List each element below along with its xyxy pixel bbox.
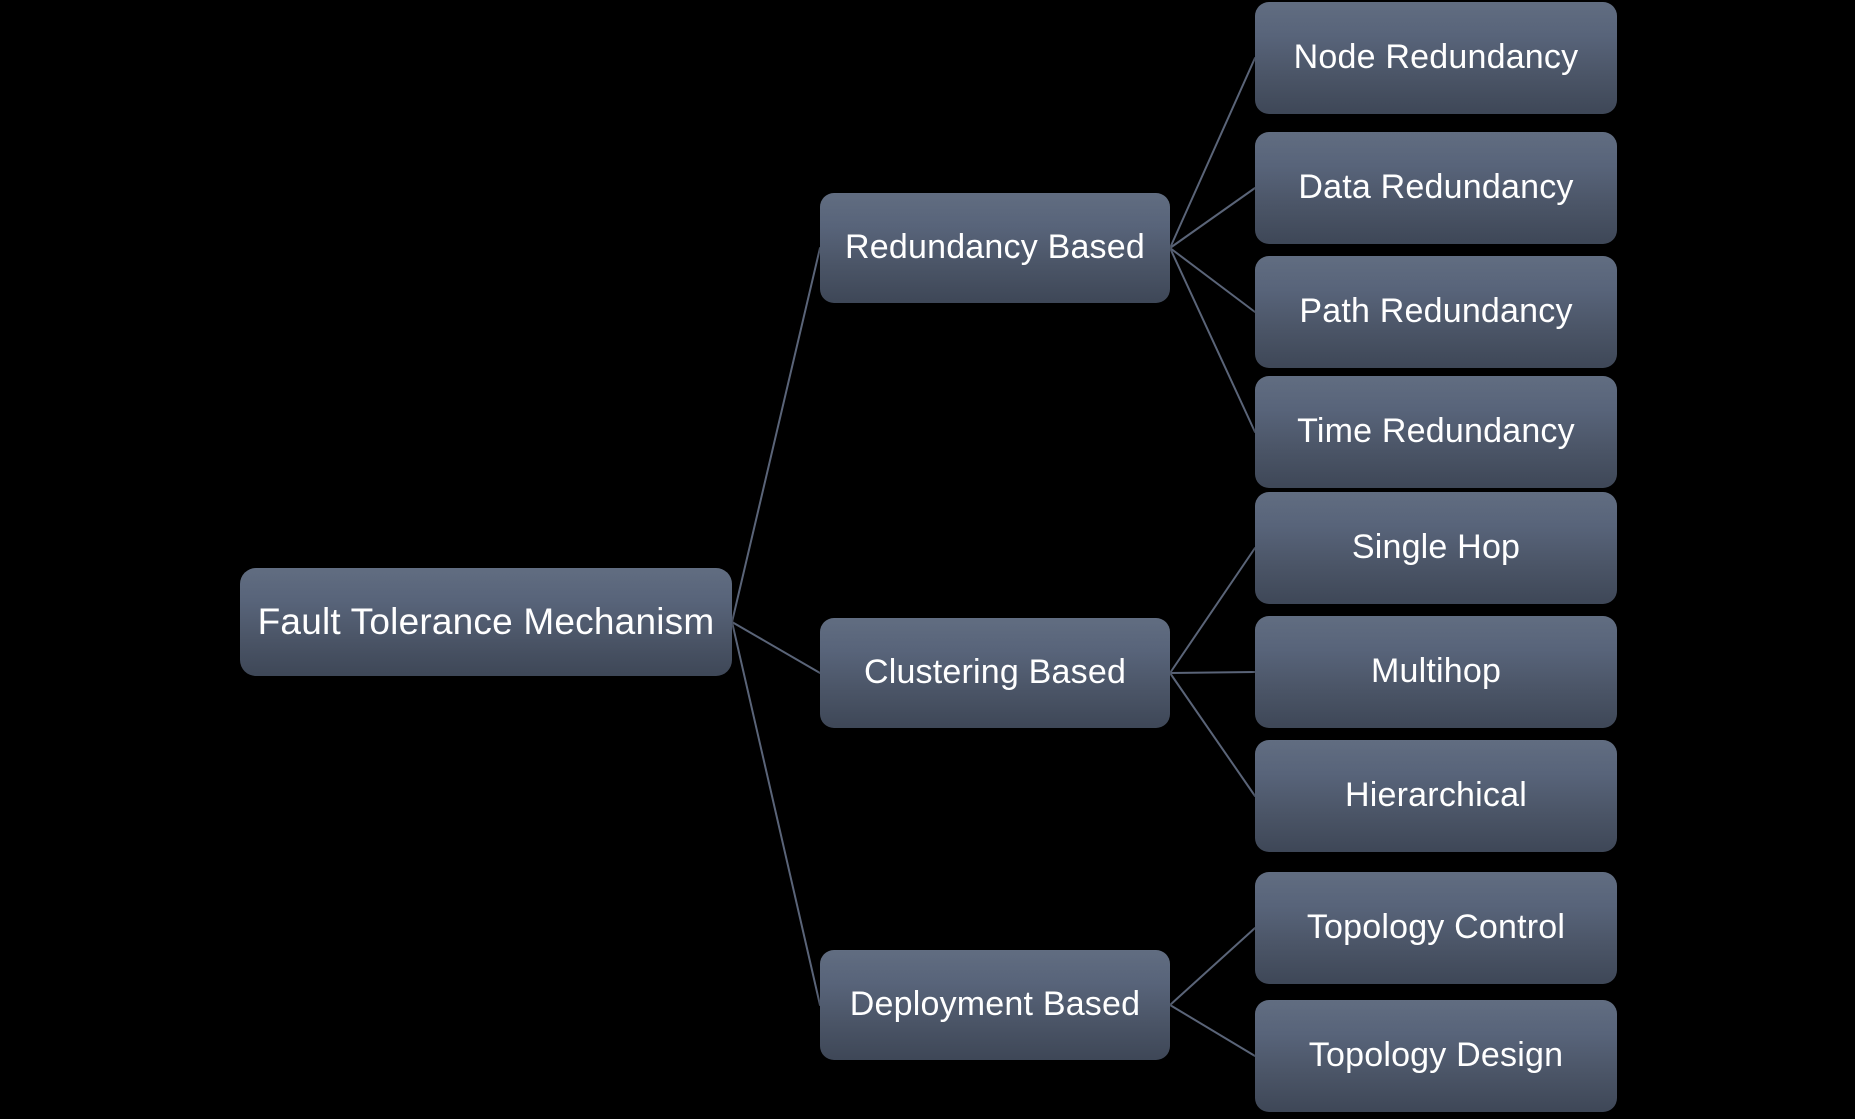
edge-clustering-to-multihop [1169,671,1256,674]
node-branch-redundancy-based-label: Redundancy Based [845,228,1145,267]
edge-redundancy-to-node-redundancy [1169,57,1256,249]
node-leaf-multihop[interactable]: Multihop [1255,616,1617,728]
edge-redundancy-to-data-redundancy [1169,187,1256,249]
edge-deployment-to-topology-control [1169,927,1256,1006]
node-leaf-topology-control-label: Topology Control [1306,908,1566,947]
node-leaf-time-redundancy-label: Time Redundancy [1297,412,1575,451]
node-leaf-hierarchical[interactable]: Hierarchical [1255,740,1617,852]
node-branch-deployment-based[interactable]: Deployment Based [820,950,1170,1060]
node-leaf-node-redundancy-label: Node Redundancy [1293,38,1579,77]
node-branch-deployment-based-label: Deployment Based [849,985,1141,1024]
node-root[interactable]: Fault Tolerance Mechanism [240,568,732,676]
node-leaf-single-hop-label: Single Hop [1351,528,1521,567]
edge-redundancy-to-path-redundancy [1169,247,1256,313]
edge-root-to-clustering [731,621,821,674]
node-root-label: Fault Tolerance Mechanism [257,600,715,642]
edge-deployment-to-topology-design [1169,1004,1256,1057]
edge-clustering-to-hierarchical [1169,672,1256,797]
node-leaf-time-redundancy[interactable]: Time Redundancy [1255,376,1617,488]
node-branch-redundancy-based[interactable]: Redundancy Based [820,193,1170,303]
node-leaf-topology-control[interactable]: Topology Control [1255,872,1617,984]
node-leaf-topology-design-label: Topology Design [1308,1036,1564,1075]
node-leaf-node-redundancy[interactable]: Node Redundancy [1255,2,1617,114]
node-leaf-path-redundancy[interactable]: Path Redundancy [1255,256,1617,368]
node-leaf-single-hop[interactable]: Single Hop [1255,492,1617,604]
node-leaf-data-redundancy-label: Data Redundancy [1298,168,1574,207]
node-leaf-data-redundancy[interactable]: Data Redundancy [1255,132,1617,244]
edge-redundancy-to-time-redundancy [1169,247,1256,433]
edge-clustering-to-single-hop [1169,547,1256,674]
node-leaf-hierarchical-label: Hierarchical [1345,776,1527,815]
node-leaf-path-redundancy-label: Path Redundancy [1299,292,1573,331]
edge-root-to-deployment [731,621,821,1006]
node-leaf-topology-design[interactable]: Topology Design [1255,1000,1617,1112]
node-leaf-multihop-label: Multihop [1370,652,1502,691]
node-branch-clustering-based-label: Clustering Based [863,653,1127,692]
node-branch-clustering-based[interactable]: Clustering Based [820,618,1170,728]
edge-root-to-redundancy [731,247,821,623]
